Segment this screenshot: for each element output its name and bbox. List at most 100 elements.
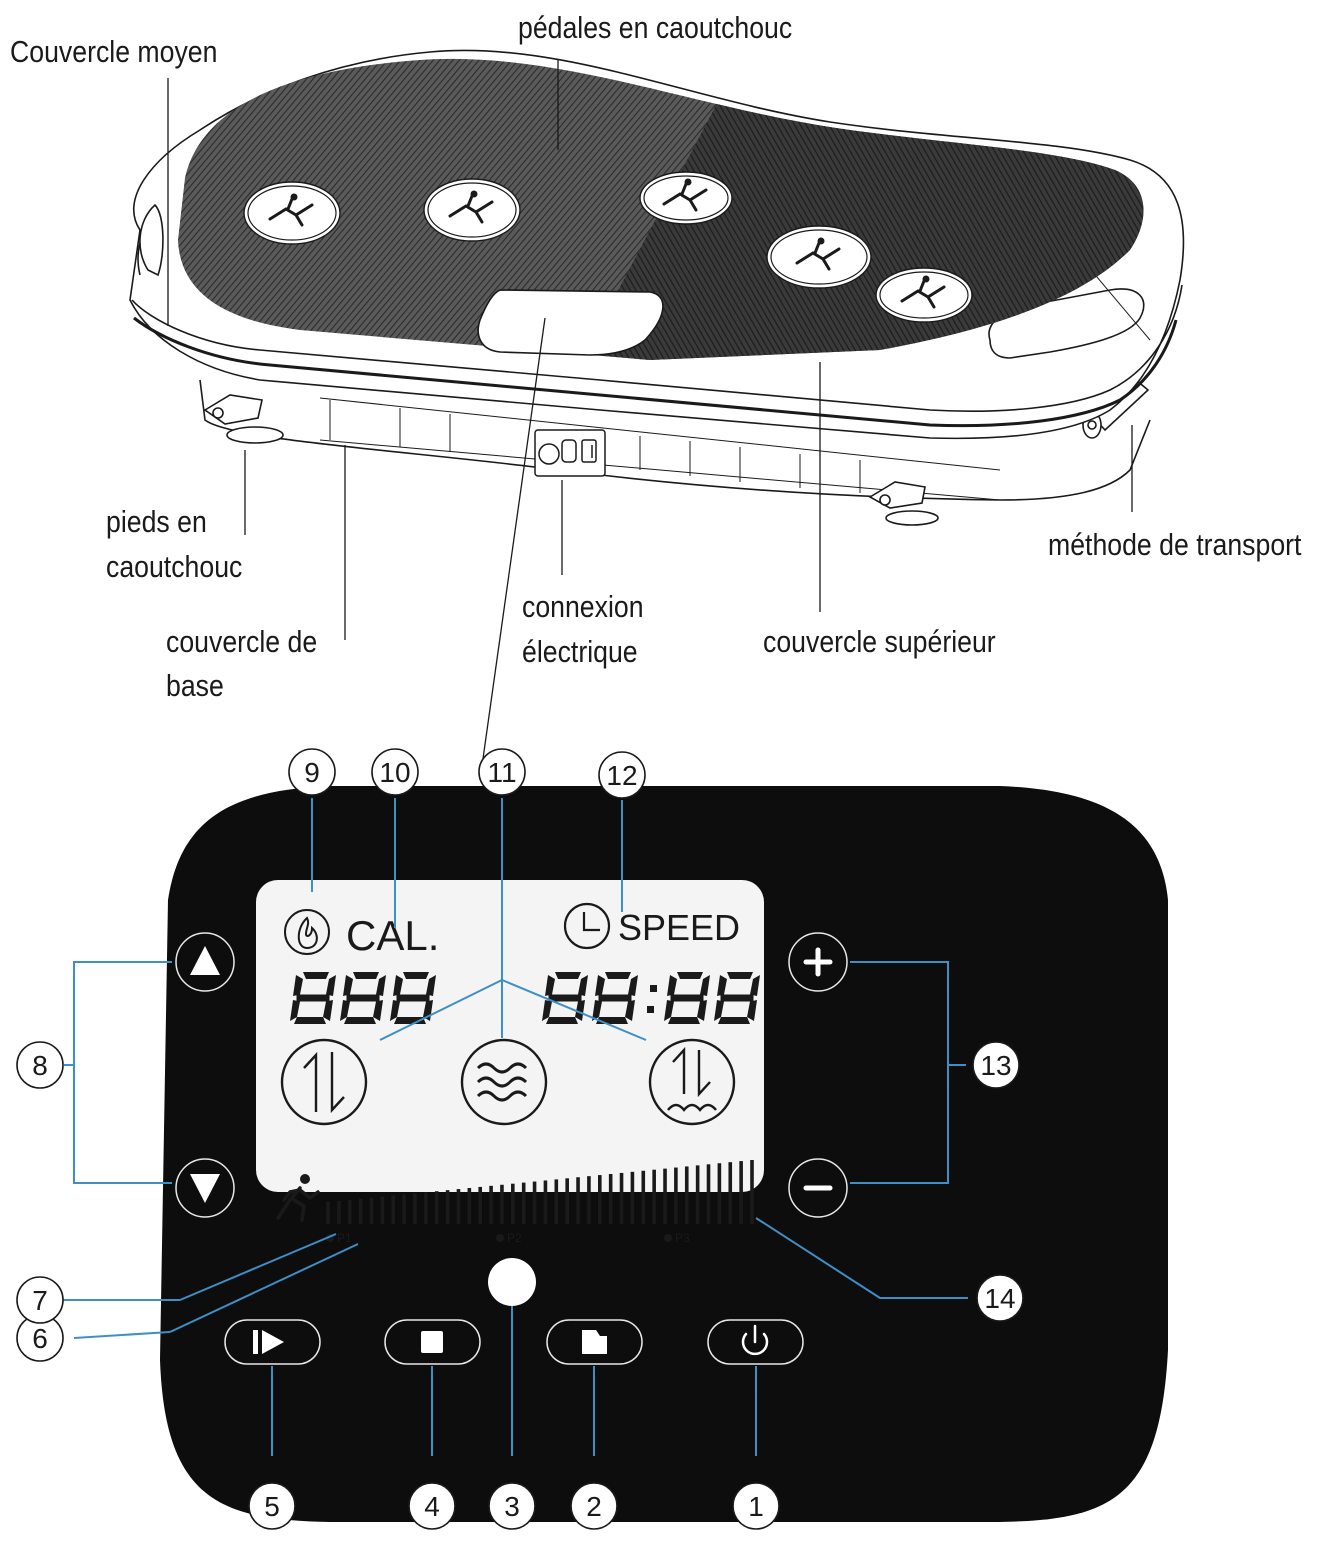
callout-13: 13 — [972, 1041, 1020, 1089]
digit-8 — [290, 972, 336, 1024]
svg-text:11: 11 — [487, 757, 516, 788]
down-button[interactable] — [175, 1158, 235, 1218]
speed-bar — [445, 1190, 450, 1224]
pedal-disc — [875, 267, 973, 323]
speed-bar — [641, 1170, 646, 1224]
speed-bar — [467, 1188, 472, 1224]
mode-combo-button — [648, 1038, 736, 1126]
speed-bar — [706, 1164, 711, 1224]
speed-bar — [358, 1198, 363, 1224]
minus-button[interactable] — [788, 1158, 848, 1218]
callout-9: 9 — [288, 748, 336, 796]
svg-text:10: 10 — [379, 757, 410, 788]
label-power-connection-2: électrique — [522, 634, 638, 669]
triangle-up-icon — [190, 946, 220, 975]
svg-text:1: 1 — [748, 1491, 764, 1522]
stop-button[interactable] — [384, 1319, 481, 1365]
sensor-icon — [488, 1258, 536, 1306]
speed-bar — [597, 1175, 602, 1224]
svg-text:14: 14 — [984, 1283, 1015, 1314]
callout-leaders — [58, 798, 968, 1456]
speed-bar — [587, 1176, 591, 1224]
callout-1: 1 — [732, 1482, 780, 1530]
speed-bar — [402, 1194, 406, 1224]
speed-bar — [380, 1196, 385, 1224]
digit-8 — [542, 972, 588, 1024]
pedal-discs — [243, 171, 973, 323]
calorie-display — [290, 972, 436, 1024]
speed-bar — [608, 1174, 613, 1224]
label-rubber-pedals: pédales en caoutchouc — [518, 10, 793, 45]
lcd-screen — [256, 880, 764, 1192]
svg-text:6: 6 — [32, 1323, 48, 1354]
speed-bar — [543, 1180, 548, 1224]
speed-bar — [695, 1165, 700, 1224]
label-power-connection-1: connexion — [522, 589, 644, 624]
digit-8 — [714, 972, 760, 1024]
callout-4: 4 — [408, 1482, 456, 1530]
speed-bar — [674, 1167, 678, 1224]
speed-bar — [489, 1185, 493, 1224]
program-marker-dot — [664, 1234, 672, 1242]
program-marker-label: P2 — [507, 1231, 522, 1245]
svg-text:8: 8 — [32, 1050, 48, 1081]
speed-bar — [369, 1197, 374, 1224]
svg-text:3: 3 — [504, 1491, 520, 1522]
callout-8: 8 — [16, 1041, 64, 1089]
plus-button[interactable] — [788, 932, 848, 992]
up-down-arrows-icon — [303, 1051, 345, 1114]
callout-11: 11 — [478, 748, 526, 796]
flame-icon — [284, 909, 330, 955]
power-button[interactable] — [707, 1319, 804, 1365]
time-display — [542, 972, 760, 1024]
program-button[interactable] — [546, 1319, 643, 1365]
callout-2: 2 — [570, 1482, 618, 1530]
rubber-foot — [203, 394, 284, 444]
speed-bar — [652, 1169, 656, 1224]
start-button[interactable] — [224, 1319, 321, 1365]
speed-bar — [511, 1183, 515, 1224]
speed-bar — [326, 1202, 330, 1224]
program-marker-label: P1 — [337, 1231, 352, 1245]
pedal-disc — [423, 178, 521, 242]
speed-bar — [337, 1200, 341, 1224]
callout-5: 5 — [248, 1482, 296, 1530]
wave-icon — [476, 1062, 528, 1102]
digit-8 — [340, 972, 386, 1024]
svg-text:9: 9 — [304, 757, 320, 788]
speed-bar — [500, 1184, 504, 1224]
svg-text:7: 7 — [32, 1285, 48, 1316]
power-icon — [741, 1324, 769, 1356]
digit-8 — [592, 972, 638, 1024]
speed-bar — [554, 1179, 559, 1224]
plus-icon — [803, 947, 833, 977]
svg-text:5: 5 — [264, 1491, 280, 1522]
pedal-disc — [243, 181, 341, 245]
play-icon — [253, 1330, 284, 1354]
program-marker-dot — [496, 1234, 504, 1242]
rubber-foot — [868, 481, 939, 526]
speed-bar — [630, 1171, 635, 1224]
speed-bar — [424, 1192, 428, 1224]
callout-7: 7 — [16, 1276, 64, 1324]
speed-bars — [326, 1160, 754, 1224]
pedal-disc — [766, 225, 872, 289]
digit-8 — [664, 972, 710, 1024]
speed-bar — [684, 1166, 689, 1224]
up-down-wave-icon — [667, 1046, 717, 1112]
pedal-disc — [639, 171, 733, 225]
speed-bar — [663, 1168, 667, 1224]
up-button[interactable] — [175, 932, 235, 992]
speed-bar — [619, 1172, 624, 1224]
power-socket — [534, 429, 606, 477]
speed-bar — [728, 1162, 733, 1224]
callout-14: 14 — [976, 1274, 1024, 1322]
label-rubber-feet-1: pieds en — [106, 504, 207, 539]
runner-icon — [276, 1174, 320, 1222]
label-base-cover-2: base — [166, 668, 224, 703]
mode-vertical-button — [280, 1038, 368, 1126]
middle-cover — [133, 316, 1178, 428]
